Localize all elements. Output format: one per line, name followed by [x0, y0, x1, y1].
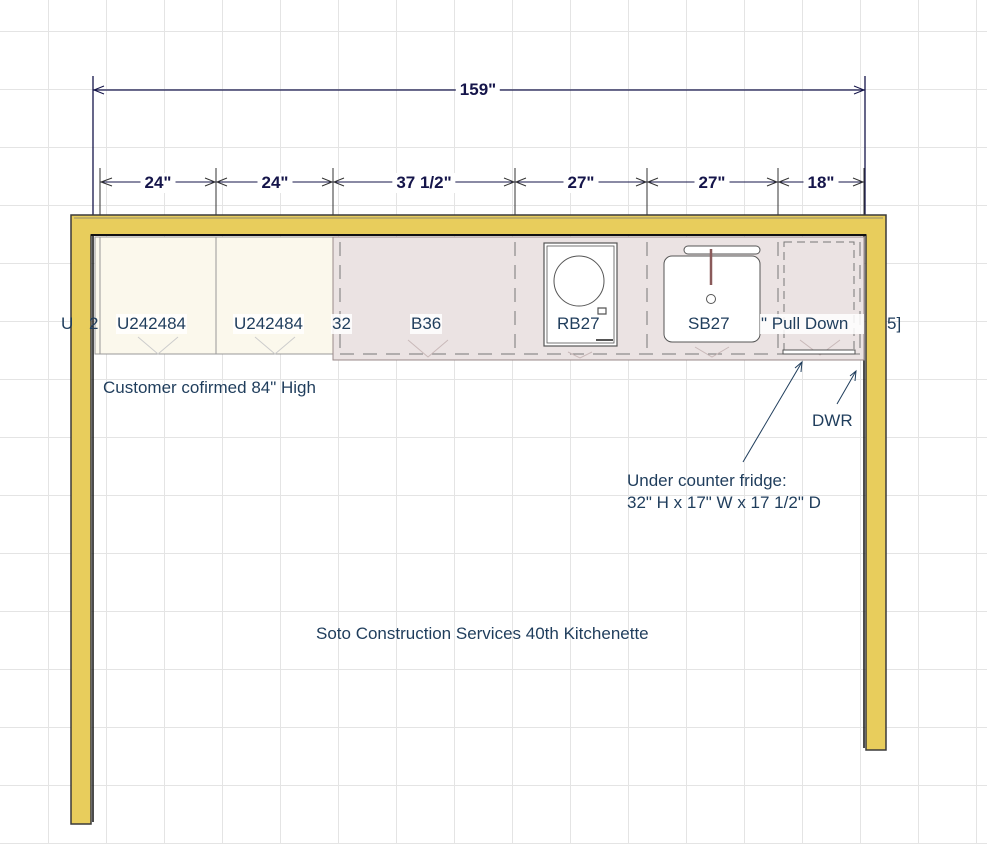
leader-arrows — [742, 360, 857, 463]
dimension-label: 24" — [140, 173, 176, 193]
upper-cabinets — [94, 236, 334, 355]
clipped-label: 2 — [89, 314, 99, 333]
clipped-label: 5] — [887, 314, 902, 333]
fridge-outline — [782, 241, 856, 355]
cabinet-label-rb27[interactable]: RB27 — [557, 314, 600, 333]
dimension-label: 24" — [257, 173, 293, 193]
cabinet-label-pull-down[interactable]: " Pull Down — [760, 314, 864, 334]
dimension-label: 27" — [694, 173, 730, 193]
range-appliance — [543, 242, 618, 347]
clipped-label: 32 — [331, 314, 352, 334]
dimension-label: 37 1/2" — [392, 173, 456, 193]
upper-height-note: Customer cofirmed 84" High — [103, 378, 316, 397]
overall-dimension-label: 159" — [455, 80, 501, 100]
dimension-label: 27" — [563, 173, 599, 193]
cabinet-label-b36[interactable]: B36 — [410, 314, 443, 334]
sink-appliance — [663, 245, 761, 343]
fridge-note-line-2: 32" H x 17" W x 17 1/2" D — [627, 493, 821, 512]
drawing-title: Soto Construction Services 40th Kitchene… — [316, 624, 649, 643]
cabinet-label-u242484-1[interactable]: U242484 — [116, 314, 188, 334]
walls — [70, 214, 887, 825]
cabinet-label-u242484-2[interactable]: U242484 — [233, 314, 305, 334]
cabinet-label-sb27[interactable]: SB27 — [688, 314, 730, 333]
segment-dimension-line — [99, 168, 865, 222]
dimension-label: 18" — [803, 173, 839, 193]
drawer-note: DWR — [812, 411, 853, 430]
clipped-label: U — [61, 314, 74, 333]
fridge-note-line-1: Under counter fridge: — [627, 471, 787, 490]
